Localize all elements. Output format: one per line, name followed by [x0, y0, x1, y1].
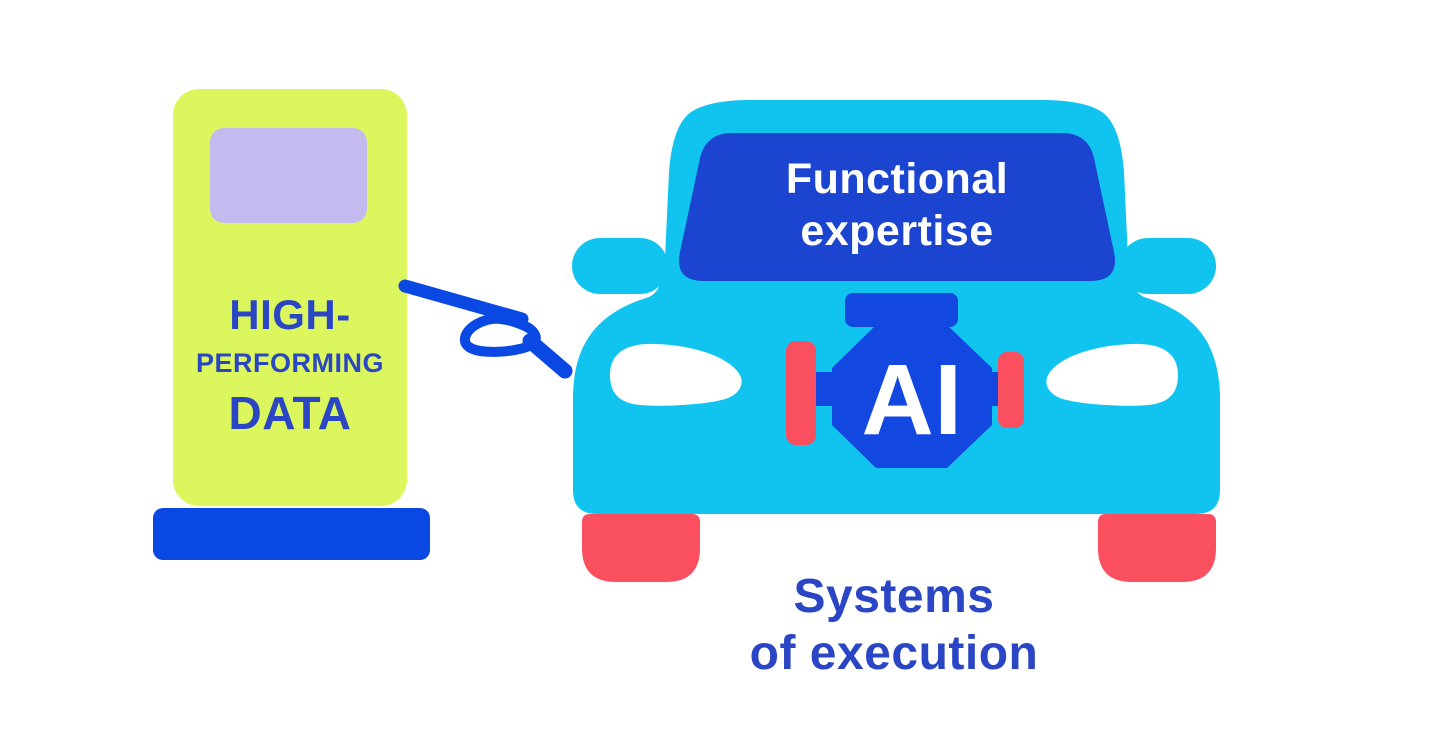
- side-mirror-right: [1120, 238, 1216, 294]
- side-mirror-left: [572, 238, 668, 294]
- car-windshield: [679, 133, 1115, 281]
- engine-block: [832, 325, 992, 468]
- engine-mount-right: [998, 352, 1024, 428]
- windshield-label: Functional expertise: [785, 155, 1009, 255]
- wheel-right: [1098, 514, 1216, 582]
- headlight-right: [1046, 343, 1178, 406]
- pump-label-performing: PERFORMING: [195, 348, 384, 378]
- engine-ai-label: AI: [861, 344, 963, 456]
- headlight-left: [610, 343, 742, 406]
- engine-cap: [845, 293, 958, 327]
- fuel-hose: [398, 279, 529, 326]
- nozzle-tip: [522, 333, 573, 379]
- pump-label-data: DATA: [228, 387, 352, 439]
- engine-mount-left: [786, 341, 816, 445]
- wheel-left: [582, 514, 700, 582]
- fuel-pump-base: [153, 508, 430, 560]
- caption-systems-of-execution: Systems of execution: [749, 570, 1039, 680]
- fuel-pump-screen: [210, 128, 367, 223]
- pump-label-high: HIGH-: [229, 291, 351, 338]
